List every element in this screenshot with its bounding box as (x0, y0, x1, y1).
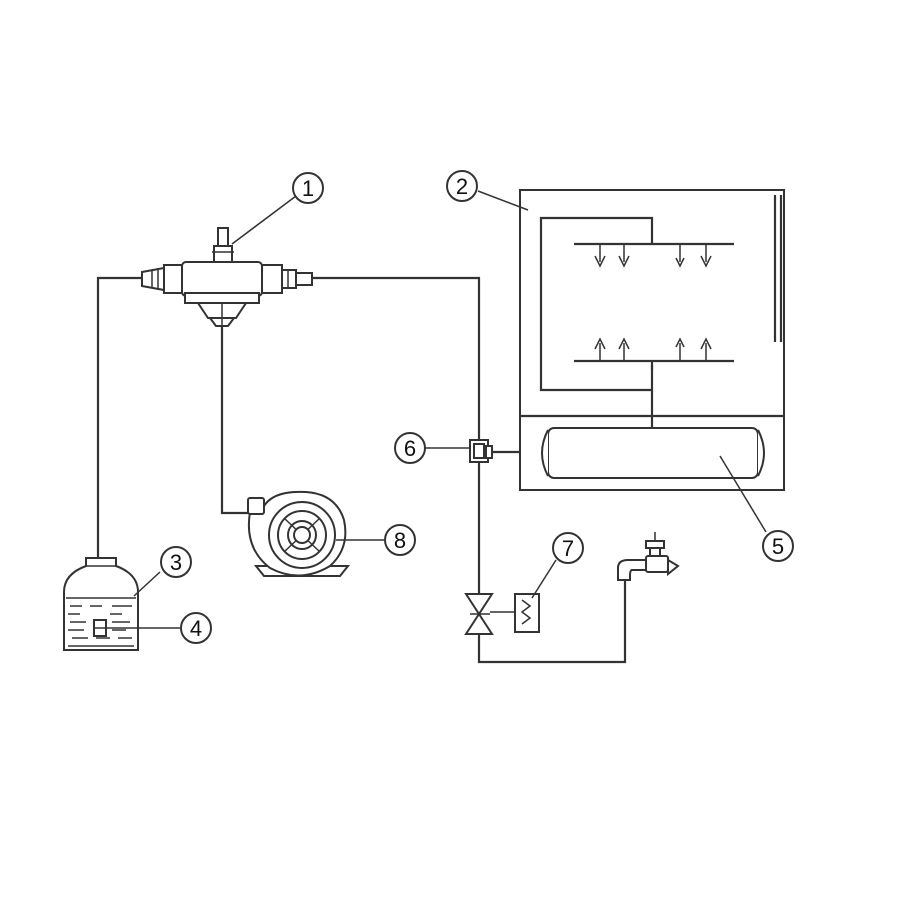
cylinder-tank (541, 427, 765, 479)
leader-lines (106, 190, 767, 629)
pump (247, 490, 351, 577)
callout-3-label: 3 (170, 550, 182, 575)
callout-7-label: 7 (562, 536, 574, 561)
callout-7: 7 (552, 532, 584, 564)
water-faucet (617, 532, 680, 581)
shutoff-valve (464, 593, 494, 635)
upper-spray-nozzles (594, 244, 712, 268)
callout-5: 5 (762, 530, 794, 562)
pressure-gauge (514, 593, 540, 633)
callout-6-label: 6 (404, 436, 416, 461)
callout-5-label: 5 (772, 534, 784, 559)
callout-4-label: 4 (190, 616, 202, 641)
piping (96, 276, 627, 664)
callout-3: 3 (160, 546, 192, 578)
injector-manifold (141, 227, 313, 327)
tank-liquid (66, 597, 136, 647)
callout-8-label: 8 (394, 528, 406, 553)
callout-2: 2 (446, 170, 478, 202)
callout-8: 8 (384, 524, 416, 556)
inline-fitting (469, 439, 493, 463)
callout-6: 6 (394, 432, 426, 464)
lower-spray-nozzles (594, 337, 712, 361)
callout-2-label: 2 (456, 174, 468, 199)
callout-1-label: 1 (302, 176, 314, 201)
chemical-tank (63, 557, 139, 651)
callout-1: 1 (292, 172, 324, 204)
callout-4: 4 (180, 612, 212, 644)
foot-filter (93, 619, 107, 637)
